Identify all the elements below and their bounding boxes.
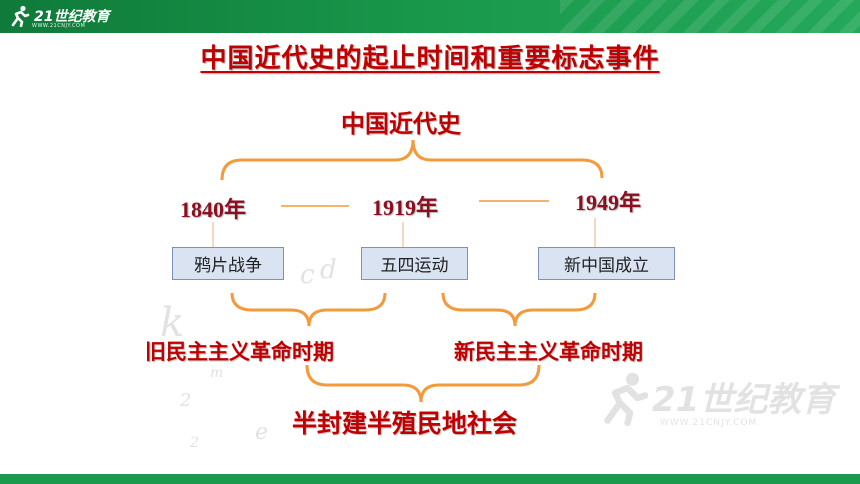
logo-subtext: WWW.21CNJY.COM — [32, 23, 86, 29]
page-title: 中国近代史的起止时间和重要标志事件 — [200, 44, 660, 74]
top-brace — [220, 139, 604, 181]
period-label-old-democratic: 旧民主主义革命时期 — [145, 340, 334, 364]
event-box-may-fourth: 五四运动 — [361, 247, 468, 280]
period-label-new-democratic: 新民主主义革命时期 — [454, 340, 643, 364]
period-brace-2 — [441, 292, 597, 327]
society-brace — [305, 364, 541, 403]
running-person-icon — [11, 5, 30, 27]
year-label-1919: 1919年 — [372, 195, 439, 220]
event-box-new-china: 新中国成立 — [538, 247, 675, 280]
header-bar: 21世纪教育 WWW.21CNJY.COM — [0, 0, 860, 33]
root-label: 中国近代史 — [341, 110, 461, 138]
header-stripes — [560, 0, 860, 33]
site-logo[interactable]: 21世纪教育 WWW.21CNJY.COM — [10, 4, 110, 29]
period-brace-1 — [230, 292, 387, 327]
logo-text: 21世纪教育 — [34, 9, 110, 25]
year-label-1840: 1840年 — [180, 197, 247, 222]
footer-bar — [0, 474, 860, 484]
event-box-opium-war: 鸦片战争 — [172, 247, 284, 280]
year-label-1949: 1949年 — [575, 190, 642, 215]
society-label: 半封建半殖民地社会 — [292, 409, 518, 438]
